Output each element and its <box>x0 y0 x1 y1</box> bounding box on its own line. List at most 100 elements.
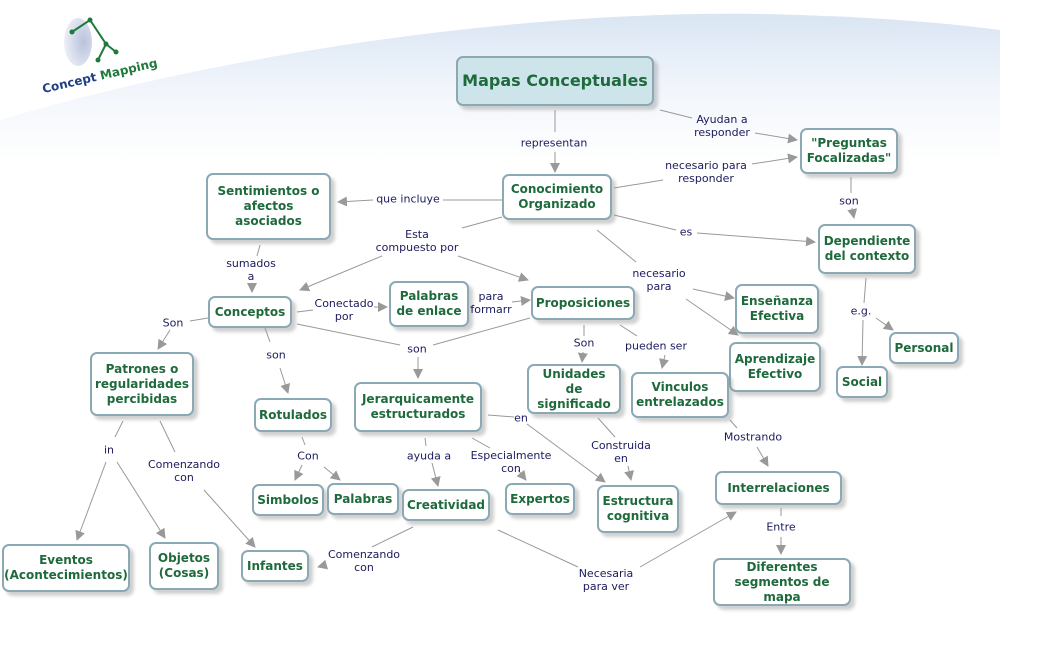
link-son-rotulados: son <box>266 348 286 362</box>
link-necesario-para: necesario para <box>632 267 686 293</box>
node-interrelaciones[interactable]: Interrelaciones <box>715 471 842 505</box>
link-eg: e.g. <box>850 304 872 318</box>
edge-line <box>264 327 271 343</box>
edge-arrow <box>317 559 329 570</box>
edge-line <box>613 179 664 189</box>
edge-line <box>296 309 314 313</box>
edge-arrow <box>754 132 798 144</box>
edge-arrow <box>116 461 166 539</box>
node-mapas-conceptuales[interactable]: Mapas Conceptuales <box>456 56 654 106</box>
edge-arrow <box>337 196 374 207</box>
edge-arrow <box>875 317 894 331</box>
edge-arrow <box>659 354 669 369</box>
edge-arrow <box>516 469 527 481</box>
node-diferentes-segmentos[interactable]: Diferentes segmentos de mapa <box>713 558 851 606</box>
edge-line <box>619 324 638 337</box>
edge-line <box>597 417 616 438</box>
node-estructura-cognitiva[interactable]: Estructura cognitiva <box>597 485 679 533</box>
link-especialmente-con: Especialmente con <box>470 449 552 475</box>
link-conectado-por: Conectado por <box>314 297 374 323</box>
edge-arrow <box>457 255 529 282</box>
link-sumados-a: sumados a <box>226 257 276 283</box>
edge-arrow <box>847 207 858 219</box>
edge-line <box>114 420 124 438</box>
link-con: Con <box>297 449 319 463</box>
edge-arrow <box>639 511 737 568</box>
link-en: en <box>514 411 528 425</box>
edge-line <box>613 214 677 231</box>
node-sentimientos[interactable]: Sentimientos o afectos asociados <box>206 173 331 240</box>
edge-line <box>863 277 867 304</box>
link-entre: Entre <box>766 520 796 534</box>
edge-line <box>424 437 427 447</box>
link-in: in <box>103 443 115 457</box>
edge-line <box>469 304 475 308</box>
edge-line <box>471 437 491 449</box>
node-social[interactable]: Social <box>836 366 888 398</box>
edge-arrow <box>696 232 816 247</box>
edge-arrow <box>526 423 606 483</box>
node-rotulados[interactable]: Rotulados <box>254 398 332 432</box>
edge-line <box>189 317 209 322</box>
node-ensenanza-efectiva[interactable]: Enseñanza Efectiva <box>735 284 819 334</box>
edge-arrow <box>75 461 107 541</box>
edge-line <box>497 529 579 568</box>
node-vinculos-entrelazados[interactable]: Vinculos entrelazados <box>631 372 729 418</box>
link-mostrando: Mostrando <box>723 430 783 444</box>
edge-line <box>461 216 503 229</box>
concept-mapping-logo-icon <box>64 17 119 66</box>
link-es: es <box>679 225 693 239</box>
edge-arrow <box>685 298 739 336</box>
link-representan: representan <box>520 136 588 150</box>
edge-line <box>301 436 306 446</box>
node-proposiciones[interactable]: Proposiciones <box>531 286 635 320</box>
node-personal[interactable]: Personal <box>889 332 959 364</box>
link-necesario-para-responder: necesario para responder <box>665 159 747 185</box>
link-son-preguntas: son <box>839 194 859 208</box>
node-palabras-enlace[interactable]: Palabras de enlace <box>389 281 469 327</box>
edge-arrow <box>511 296 531 306</box>
node-objetos[interactable]: Objetos (Cosas) <box>149 542 219 590</box>
link-para-formarr: para formarr <box>470 290 512 316</box>
node-unidades-significado[interactable]: Unidades de significado <box>527 364 621 414</box>
link-pueden-ser: pueden ser <box>625 339 687 353</box>
node-simbolos[interactable]: Simbolos <box>252 484 324 516</box>
node-aprendizaje-efectivo[interactable]: Aprendizaje Efectivo <box>729 342 821 392</box>
edge-arrow <box>279 367 291 394</box>
edge-arrow <box>756 446 769 467</box>
edge-arrow <box>751 153 798 165</box>
node-creatividad[interactable]: Creatividad <box>402 489 490 521</box>
link-construida-en: Construida en <box>591 439 651 465</box>
edge-arrow <box>857 319 868 366</box>
edge-arrow <box>577 351 588 363</box>
node-palabras[interactable]: Palabras <box>327 483 399 515</box>
link-ayuda-a: ayuda a <box>406 449 452 463</box>
node-preguntas-focalizadas[interactable]: "Preguntas Focalizadas" <box>800 128 898 174</box>
link-esta-compuesto-por: Esta compuesto por <box>375 228 459 254</box>
link-ayudan-a-responder: Ayudan a responder <box>694 113 750 139</box>
node-dependiente-contexto[interactable]: Dependiente del contexto <box>818 224 916 274</box>
node-infantes[interactable]: Infantes <box>241 550 309 582</box>
node-eventos[interactable]: Eventos (Acontecimientos) <box>2 544 130 592</box>
edge-line <box>487 414 515 418</box>
edge-arrow <box>294 464 304 481</box>
node-expertos[interactable]: Expertos <box>505 483 575 515</box>
edge-arrow <box>692 288 735 301</box>
edge-arrow <box>203 489 256 548</box>
edge-line <box>371 526 414 548</box>
node-conocimiento-organizado[interactable]: Conocimiento Organizado <box>502 174 612 220</box>
link-comenzando-con-creatividad: Comenzando con <box>327 548 401 574</box>
node-patrones[interactable]: Patrones o regularidades percibidas <box>90 352 194 416</box>
edge-line <box>729 419 738 429</box>
edge-line <box>596 229 637 263</box>
node-jerarquicamente[interactable]: Jerarquicamente estructurados <box>354 382 482 432</box>
link-son-unidades: Son <box>573 336 595 350</box>
edge-arrow <box>323 466 341 481</box>
edge-line <box>659 109 693 119</box>
node-conceptos[interactable]: Conceptos <box>208 296 292 328</box>
edge-arrow <box>624 465 635 481</box>
edge-arrow <box>157 329 171 350</box>
link-son-jerarquicamente: son <box>407 342 427 356</box>
edge-line <box>159 420 176 453</box>
